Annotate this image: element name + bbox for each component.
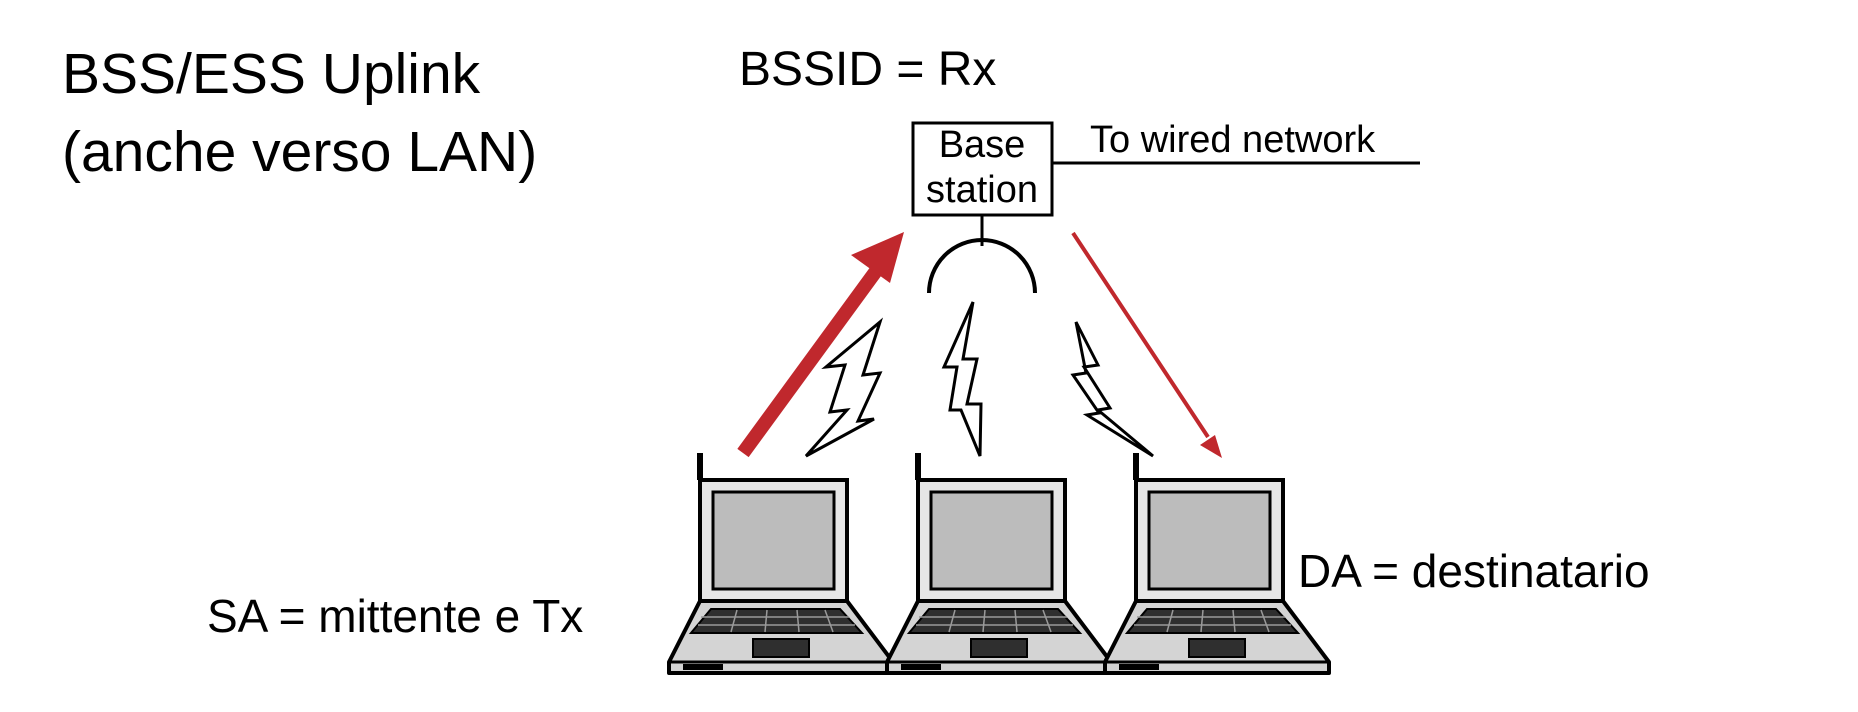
slide-title-line-1: BSS/ESS Uplink (62, 42, 481, 106)
wired-network-label: To wired network (1090, 119, 1376, 161)
laptop-destination-icon (1103, 451, 1331, 675)
uplink-arrow-head (851, 232, 904, 283)
lightning-bolt-center-icon (941, 301, 983, 457)
uplink-arrow-shaft (737, 266, 882, 458)
lightning-bolt-left-icon (804, 317, 884, 458)
lightning-bolt-right-icon (1070, 321, 1154, 458)
base-station-label-line-1: Base (939, 124, 1026, 166)
downlink-arrow-head (1200, 435, 1222, 458)
sa-label: SA = mittente e Tx (207, 590, 584, 642)
base-station-label-line-2: station (926, 169, 1038, 211)
downlink-arrow-shaft (1071, 231, 1210, 439)
slide-title-line-2: (anche verso LAN) (62, 120, 538, 184)
da-label: DA = destinatario (1298, 545, 1650, 597)
laptop-middle-icon (885, 451, 1113, 675)
base-station-box (911, 121, 1054, 217)
bssid-label: BSSID = Rx (739, 43, 997, 96)
antenna-dish-icon (927, 238, 1037, 294)
laptop-sender-icon (667, 451, 895, 675)
